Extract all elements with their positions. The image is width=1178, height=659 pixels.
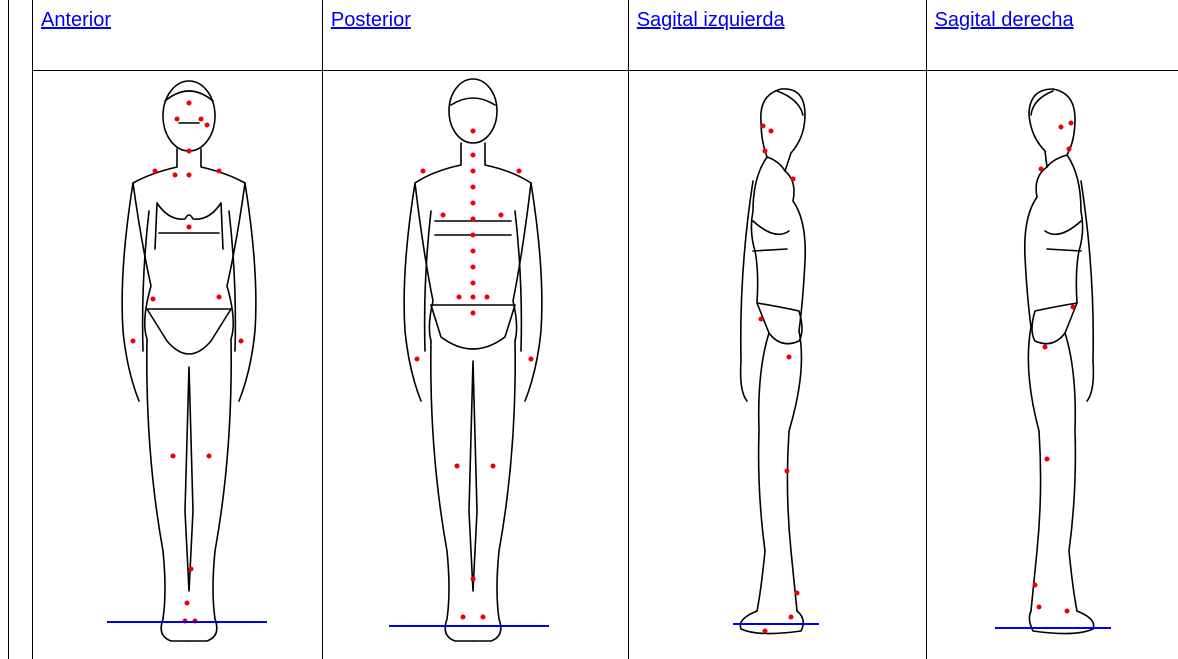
posterior-underline <box>389 625 549 627</box>
link-sagital-derecha[interactable]: Sagital derecha <box>935 9 1074 32</box>
header-cell-posterior: Posterior <box>322 0 628 71</box>
link-anterior[interactable]: Anterior <box>41 9 111 32</box>
sagital-derecha-underline <box>995 627 1111 629</box>
header-row: Anterior Posterior Sagital izquierda Sag… <box>33 0 1178 71</box>
header-cell-sagital-izquierda: Sagital izquierda <box>628 0 926 71</box>
figure-cell-sagital-derecha <box>926 71 1178 659</box>
figure-row <box>33 71 1178 659</box>
header-cell-sagital-derecha: Sagital derecha <box>926 0 1178 71</box>
posture-views-table: Anterior Posterior Sagital izquierda Sag… <box>32 0 1178 659</box>
page-left-rule <box>8 0 9 659</box>
sagital-izquierda-underline <box>733 623 819 625</box>
right-sagittal-figure[interactable] <box>927 71 1178 659</box>
anterior-underline <box>107 621 267 623</box>
figure-cell-sagital-izquierda <box>628 71 926 659</box>
posterior-figure[interactable] <box>323 71 629 659</box>
link-posterior[interactable]: Posterior <box>331 9 411 32</box>
left-sagittal-figure[interactable] <box>629 71 927 659</box>
figure-cell-posterior <box>322 71 628 659</box>
header-cell-anterior: Anterior <box>33 0 323 71</box>
link-sagital-izquierda[interactable]: Sagital izquierda <box>637 9 785 32</box>
figure-cell-anterior <box>33 71 323 659</box>
anterior-figure[interactable] <box>33 71 323 659</box>
